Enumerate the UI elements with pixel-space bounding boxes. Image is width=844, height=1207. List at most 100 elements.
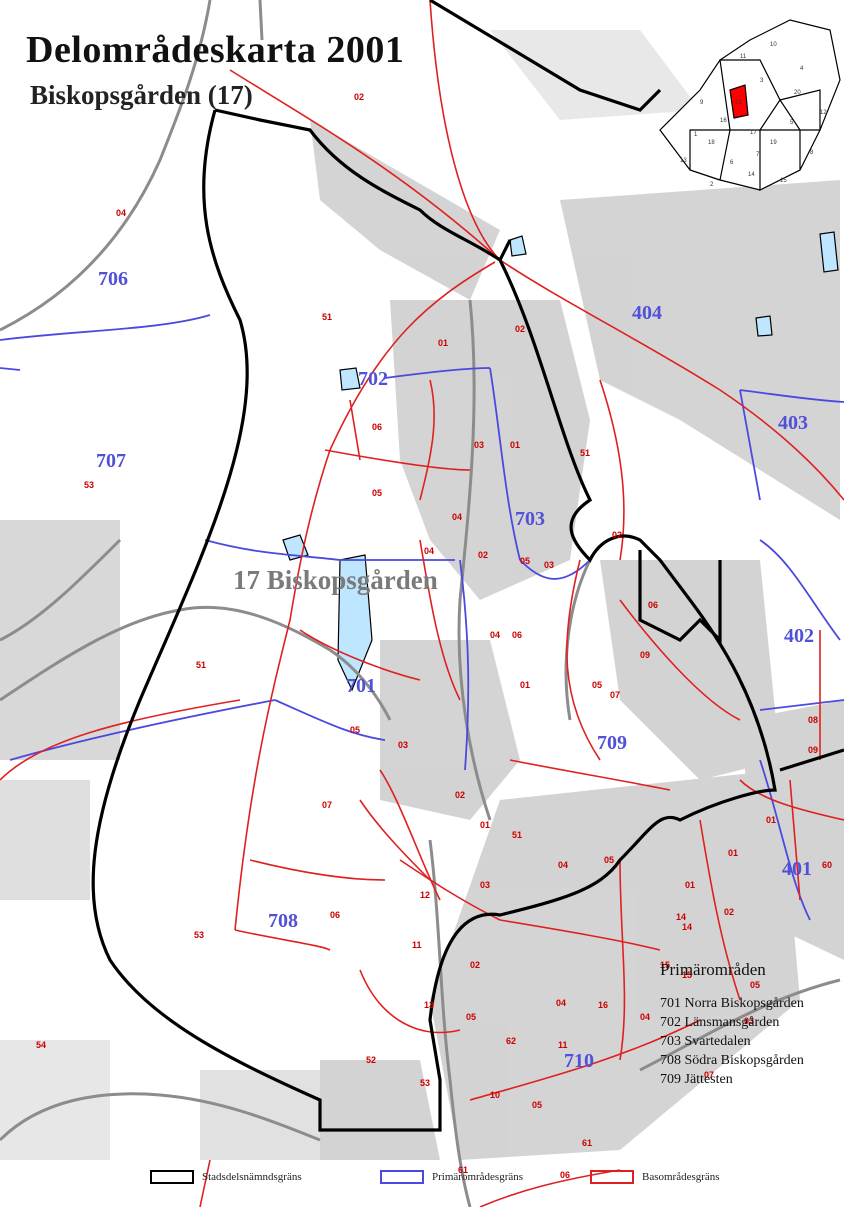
basic-area-label: 01 bbox=[438, 338, 449, 348]
locator-label: 7 bbox=[756, 152, 760, 158]
basic-area-label: 06 bbox=[330, 910, 341, 920]
primary-area-label-709: 709 bbox=[597, 732, 627, 754]
basic-area-label: 04 bbox=[116, 208, 127, 218]
basic-area-label: 15 bbox=[660, 960, 671, 970]
basic-area-label: 12 bbox=[420, 890, 431, 900]
basic-area-label: 04 bbox=[490, 630, 501, 640]
locator-map bbox=[659, 19, 841, 191]
key-swatch bbox=[150, 1170, 194, 1184]
basic-area-label: 07 bbox=[610, 690, 621, 700]
basic-area-label: 02 bbox=[724, 907, 735, 917]
basic-area-label: 01 bbox=[520, 680, 531, 690]
locator-label: 3 bbox=[760, 78, 764, 84]
primary-area-label-703: 703 bbox=[515, 508, 545, 530]
basic-area-label: 03 bbox=[474, 440, 485, 450]
basic-area-label: 05 bbox=[532, 1100, 543, 1110]
locator-label: 9 bbox=[700, 100, 704, 106]
basic-area-label: 04 bbox=[558, 860, 569, 870]
basic-area-label: 02 bbox=[354, 92, 365, 102]
basic-area-label: 04 bbox=[424, 546, 435, 556]
basic-area-label: 01 bbox=[510, 440, 521, 450]
primary-area-label-707: 707 bbox=[96, 450, 126, 472]
basic-area-label: 51 bbox=[196, 660, 207, 670]
basic-area-label: 08 bbox=[808, 715, 819, 725]
basic-area-label: 04 bbox=[556, 998, 567, 1008]
basic-area-label: 06 bbox=[372, 422, 383, 432]
basic-area-label: 07 bbox=[704, 1070, 715, 1080]
legend-list: 701 Norra Biskopsgården 702 Länsmansgårde… bbox=[660, 996, 844, 1088]
basic-area-label: 05 bbox=[592, 680, 603, 690]
basic-area-label: 02 bbox=[612, 530, 623, 540]
primary-area-label-706: 706 bbox=[98, 268, 128, 290]
locator-highlight bbox=[729, 84, 749, 119]
legend-item: 709 Jättesten bbox=[660, 1072, 733, 1087]
locator-label: 4 bbox=[800, 66, 804, 72]
basic-area-label: 11 bbox=[558, 1040, 568, 1050]
key-swatch bbox=[380, 1170, 424, 1184]
basic-area-label: 09 bbox=[640, 650, 651, 660]
locator-label: 10 bbox=[770, 42, 777, 48]
basic-area-label: 06 bbox=[648, 600, 659, 610]
boundary-key: Stadsdelsnämndsgräns Primärområdesgräns Ba… bbox=[150, 1170, 790, 1196]
locator-label: 19 bbox=[770, 140, 777, 146]
basic-area-label: 15 bbox=[682, 970, 693, 980]
basic-area-label: 62 bbox=[506, 1036, 517, 1046]
locator-label: 17 bbox=[750, 130, 757, 136]
basic-area-label: 52 bbox=[366, 1055, 377, 1065]
basic-area-label: 09 bbox=[808, 745, 819, 755]
basic-area-label: 01 bbox=[480, 820, 491, 830]
key-item: Primärområdesgräns bbox=[380, 1170, 523, 1184]
legend-item: 702 Länsmansgården bbox=[660, 1015, 780, 1030]
basic-area-label: 60 bbox=[822, 860, 833, 870]
basic-area-label: 53 bbox=[84, 480, 95, 490]
primary-area-label-401: 401 bbox=[782, 858, 812, 880]
locator-label: 13 bbox=[680, 158, 687, 164]
key-item: Stadsdelsnämndsgräns bbox=[150, 1170, 302, 1184]
key-swatch bbox=[590, 1170, 634, 1184]
basic-area-label: 06 bbox=[512, 630, 523, 640]
basic-area-label: 61 bbox=[458, 1165, 469, 1175]
primary-area-label-402: 402 bbox=[784, 625, 814, 647]
basic-area-label: 13 bbox=[424, 1000, 435, 1010]
key-item: Basområdesgräns bbox=[590, 1170, 720, 1184]
district-name-label: 17 Biskopsgården bbox=[233, 565, 438, 595]
basic-area-label: 14 bbox=[676, 912, 687, 922]
basic-area-label: 05 bbox=[466, 1012, 477, 1022]
basic-area-label: 02 bbox=[515, 324, 526, 334]
legend-item: 701 Norra Biskopsgården bbox=[660, 996, 804, 1011]
locator-label: 1 bbox=[694, 132, 698, 138]
basic-area-label: 05 bbox=[372, 488, 383, 498]
basic-area-label: 10 bbox=[490, 1090, 501, 1100]
basic-area-label: 01 bbox=[728, 848, 739, 858]
primary-area-label-404: 404 bbox=[632, 302, 662, 324]
basic-area-label: 03 bbox=[544, 560, 555, 570]
locator-label: 12 bbox=[820, 110, 827, 116]
basic-area-label: 03 bbox=[480, 880, 491, 890]
basic-area-label: 11 bbox=[412, 940, 422, 950]
basic-area-label: 02 bbox=[470, 960, 481, 970]
basic-area-label: 01 bbox=[685, 880, 696, 890]
primary-area-label-710: 710 bbox=[564, 1050, 594, 1072]
basic-area-label: 14 bbox=[682, 922, 693, 932]
locator-label: 2 bbox=[710, 182, 714, 188]
locator-label: 16 bbox=[720, 118, 727, 124]
building-texture bbox=[0, 30, 844, 1160]
basic-area-label: 51 bbox=[512, 830, 523, 840]
basic-area-label: 01 bbox=[766, 815, 777, 825]
basic-area-label: 04 bbox=[640, 1012, 651, 1022]
basic-area-label: 05 bbox=[350, 725, 361, 735]
locator-label: 5 bbox=[790, 120, 794, 126]
basic-area-label: 02 bbox=[478, 550, 489, 560]
legend-item: 708 Södra Biskopsgården bbox=[660, 1053, 804, 1068]
basic-area-label: 05 bbox=[520, 556, 531, 566]
basic-area-label: 07 bbox=[322, 800, 333, 810]
locator-label: 18 bbox=[708, 140, 715, 146]
key-label: Basområdesgräns bbox=[642, 1171, 720, 1183]
basic-area-label: 04 bbox=[452, 512, 463, 522]
basic-area-label: 03 bbox=[398, 740, 409, 750]
map-title: Delområdeskarta 2001 bbox=[26, 29, 405, 71]
